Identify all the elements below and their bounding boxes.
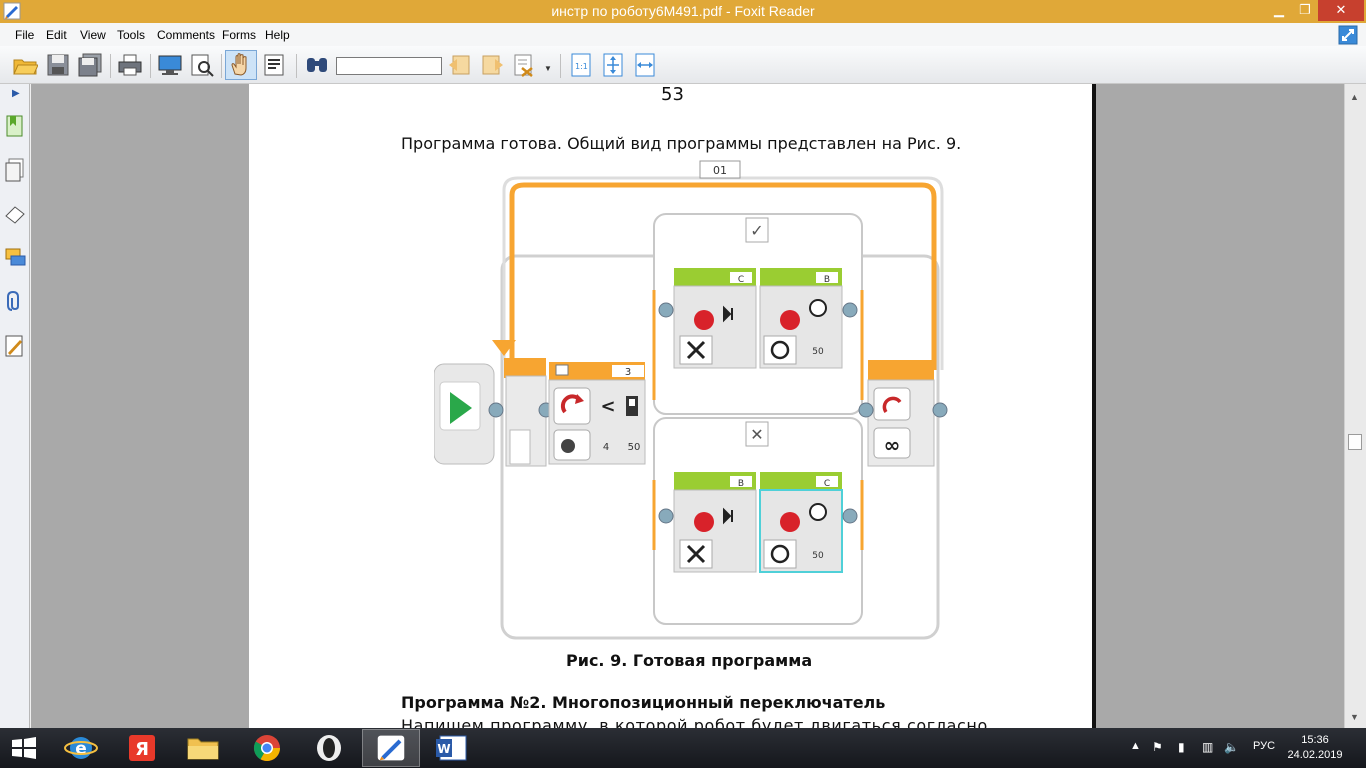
minimize-button[interactable]: ▁: [1274, 2, 1284, 17]
navigation-panel: ▶: [0, 84, 30, 728]
open-icon[interactable]: [12, 52, 38, 78]
clock[interactable]: 15:36 24.02.2019: [1280, 733, 1350, 763]
clock-time: 15:36: [1301, 734, 1329, 746]
toolbar-separator: [221, 54, 222, 78]
toolbar-separator: [150, 54, 151, 78]
program-figure: 01 3: [434, 160, 948, 640]
section-heading: Программа №2. Многопозиционный переключа…: [401, 693, 886, 712]
find-previous-icon[interactable]: [447, 52, 473, 78]
actual-size-icon[interactable]: 1:1: [568, 52, 594, 78]
word-icon[interactable]: W: [424, 729, 482, 767]
chevron-down-icon[interactable]: ▼: [544, 64, 552, 73]
bottom-block1-port: B: [738, 479, 744, 489]
scroll-down-icon[interactable]: ▼: [1350, 712, 1359, 722]
menu-comments[interactable]: Comments: [157, 28, 216, 42]
menu-help[interactable]: Help: [265, 28, 290, 42]
bottom-block2-port: C: [824, 479, 830, 489]
true-mark: ✓: [750, 221, 763, 240]
select-text-icon[interactable]: [261, 52, 287, 78]
clock-date: 24.02.2019: [1287, 749, 1343, 761]
fullscreen-icon[interactable]: [157, 52, 183, 78]
menu-bar: File Edit View Tools Comments Forms Help: [0, 23, 1366, 46]
search-input[interactable]: [336, 57, 442, 75]
pages-icon[interactable]: [4, 158, 26, 182]
svg-text:e: e: [75, 739, 87, 759]
show-hidden-icons[interactable]: ▲: [1130, 740, 1141, 752]
play-icon: [450, 392, 472, 424]
intro-text: Программа готова. Общий вид программы пр…: [401, 134, 962, 153]
windows-start-icon[interactable]: [0, 729, 48, 767]
bookmarks-icon[interactable]: [4, 114, 26, 138]
battery-icon[interactable]: ▮: [1178, 740, 1185, 754]
vertical-scrollbar[interactable]: ▲ ▼: [1344, 84, 1366, 728]
loop-label: 01: [713, 164, 727, 177]
top-block1-port: C: [738, 275, 744, 285]
opera-icon[interactable]: [300, 729, 358, 767]
scrollbar-thumb[interactable]: [1348, 434, 1362, 450]
toolbar-separator: [110, 54, 111, 78]
svg-text:1:1: 1:1: [575, 62, 588, 71]
file-explorer-icon[interactable]: [174, 729, 232, 767]
save-icon[interactable]: [45, 52, 71, 78]
print-icon[interactable]: [117, 52, 143, 78]
window-title: инстр по роботу6М491.pdf - Foxit Reader: [551, 3, 815, 19]
layers-icon[interactable]: [4, 202, 26, 226]
volume-icon[interactable]: 🔈: [1224, 740, 1239, 754]
comments-icon[interactable]: [4, 246, 26, 270]
svg-text:W: W: [437, 742, 450, 756]
action-center-icon[interactable]: ⚑: [1152, 740, 1163, 754]
save-all-icon[interactable]: [77, 52, 103, 78]
figure-caption: Рис. 9. Готовая программа: [566, 651, 813, 670]
close-button[interactable]: ✕: [1318, 0, 1364, 21]
menu-forms[interactable]: Forms: [222, 28, 256, 42]
chrome-icon[interactable]: [238, 729, 296, 767]
power-top: 50: [812, 347, 824, 357]
network-icon[interactable]: ▥: [1202, 740, 1214, 754]
port-value: 4: [603, 442, 609, 453]
toolbar-separator: [560, 54, 561, 78]
foxit-app-icon: [3, 2, 21, 20]
infinity-icon: ∞: [884, 433, 901, 457]
foxit-reader-taskbar-icon[interactable]: [362, 729, 420, 767]
find-icon[interactable]: [189, 52, 215, 78]
internet-explorer-icon[interactable]: e: [52, 729, 110, 767]
scroll-up-icon[interactable]: ▲: [1350, 92, 1359, 102]
switch-value: 3: [625, 367, 631, 378]
taskbar: e Я W ▲ ⚑ ▮ ▥ 🔈 РУС 15:36 24.02.2019: [0, 728, 1366, 768]
power-bottom: 50: [812, 551, 824, 561]
fit-width-icon[interactable]: [632, 52, 658, 78]
reading-mode-icon[interactable]: [1338, 25, 1358, 45]
body-text: Напишем программу, в которой робот будет…: [401, 716, 988, 728]
hand-tool-icon[interactable]: [228, 52, 254, 78]
threshold-value: 50: [628, 442, 641, 453]
menu-file[interactable]: File: [15, 28, 35, 42]
find-next-icon[interactable]: [479, 52, 505, 78]
maximize-button[interactable]: ❐: [1299, 2, 1311, 17]
svg-text:Я: Я: [135, 739, 149, 760]
fit-page-icon[interactable]: [600, 52, 626, 78]
pdf-page: 53 Программа готова. Общий вид программы…: [249, 84, 1096, 728]
page-number: 53: [661, 84, 684, 105]
clear-icon[interactable]: [512, 52, 538, 78]
yandex-browser-icon[interactable]: Я: [114, 729, 172, 767]
language-indicator[interactable]: РУС: [1253, 740, 1276, 752]
binoculars-icon[interactable]: [304, 52, 330, 78]
compare-operator: <: [600, 396, 615, 417]
top-block2-port: B: [824, 275, 830, 285]
app-window: инстр по роботу6М491.pdf - Foxit Reader …: [0, 0, 1366, 728]
attachments-icon[interactable]: [4, 290, 26, 314]
loop-label-box: [699, 160, 741, 179]
false-mark: ✕: [750, 425, 763, 444]
signatures-icon[interactable]: [4, 334, 26, 358]
document-view[interactable]: 53 Программа готова. Общий вид программы…: [31, 84, 1344, 728]
toolbar: ▼ 1:1: [0, 46, 1366, 84]
menu-view[interactable]: View: [80, 28, 106, 42]
loop-frame: [509, 182, 937, 370]
menu-tools[interactable]: Tools: [117, 28, 146, 42]
title-bar: инстр по роботу6М491.pdf - Foxit Reader …: [0, 0, 1366, 23]
expand-panel-icon[interactable]: ▶: [12, 88, 20, 99]
menu-edit[interactable]: Edit: [46, 28, 67, 42]
toolbar-separator: [296, 54, 297, 78]
